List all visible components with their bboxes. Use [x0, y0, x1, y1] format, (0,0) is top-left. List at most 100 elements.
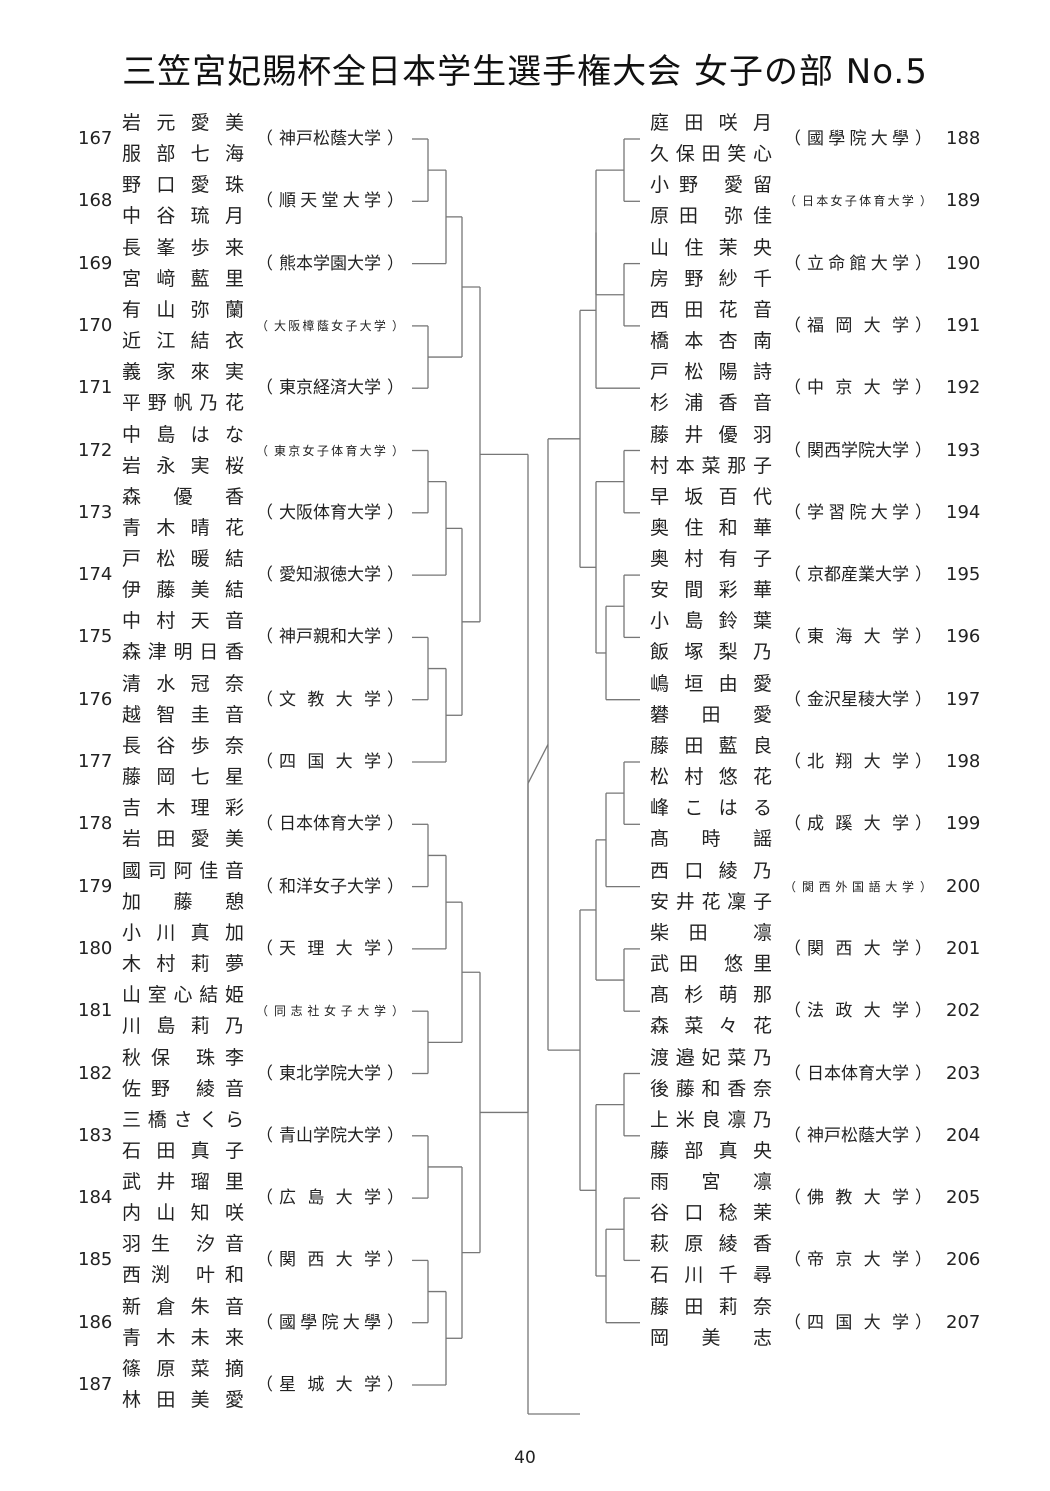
entry-number: 199 — [946, 813, 981, 835]
entry-number: 204 — [946, 1124, 981, 1146]
player-name: 久保田笑心 — [650, 143, 772, 165]
entry-number: 175 — [78, 626, 113, 648]
player-name: 中村天音 — [122, 610, 244, 633]
school-name: （四国大学） — [784, 1312, 932, 1333]
player-name: 上米良凛乃 — [650, 1108, 772, 1131]
bracket-entry-181: 181 山室心結姫川島莉乃 （同志社女子大学） — [0, 980, 520, 1042]
player-name: 木村莉夢 — [122, 952, 244, 975]
player-name: 國司阿佳音 — [122, 859, 244, 882]
player-name: 佐野 綾音 — [122, 1077, 244, 1100]
player-name: 小川真加 — [122, 921, 244, 944]
pair-names: 雨 宮 凛谷口稔茉 — [650, 1167, 772, 1229]
school-name: （神戸松蔭大学） — [784, 1125, 932, 1146]
pair-names: 藤田藍良松村悠花 — [650, 731, 772, 793]
entry-number: 177 — [78, 751, 113, 772]
player-name: 嶋垣由愛 — [650, 672, 772, 695]
player-name: 近江結衣 — [122, 329, 244, 352]
player-name: 長谷歩奈 — [122, 735, 244, 757]
school-name: （星城大学） — [256, 1375, 404, 1395]
entry-number: 191 — [946, 314, 981, 336]
school-name: （金沢星稜大学） — [784, 689, 932, 710]
pair-names: 國司阿佳音加 藤 憩 — [122, 856, 244, 918]
player-name: 村本菜那子 — [650, 454, 772, 477]
player-name: 小野 愛留 — [650, 174, 772, 197]
player-name: 青木晴花 — [122, 516, 244, 539]
player-name: 渡邉妃菜乃 — [650, 1046, 772, 1069]
pair-names: 三橋さくら石田真子 — [122, 1105, 244, 1167]
pair-names: 小川真加木村莉夢 — [122, 918, 244, 980]
pair-names: 山住茉央房野紗千 — [650, 233, 772, 295]
school-name: （法政大学） — [784, 1001, 932, 1022]
entry-number: 181 — [78, 1000, 113, 1022]
player-name: 武井瑠里 — [122, 1171, 244, 1194]
school-name: （学習院大学） — [784, 502, 932, 523]
school-name: （天理大学） — [256, 938, 404, 959]
player-name: 野口愛珠 — [122, 174, 244, 197]
player-name: 森菜々花 — [650, 1015, 772, 1038]
pair-names: 中島はな岩永実桜 — [122, 420, 244, 482]
entry-number: 185 — [78, 1249, 113, 1271]
player-name: 石川千尋 — [650, 1264, 772, 1287]
player-name: 山住茉央 — [650, 236, 772, 259]
school-name: （中京大学） — [784, 378, 932, 399]
bracket-entry-191: 191 西田花音橋本杏南 （福岡大学） — [0, 295, 980, 357]
player-name: 藤井優羽 — [650, 423, 772, 446]
player-name: 長峯歩来 — [122, 236, 244, 259]
player-name: 柴田 凛 — [650, 921, 772, 944]
school-name: （京都産業大学） — [784, 565, 932, 586]
pair-names: 義家來実平野帆乃花 — [122, 357, 244, 419]
school-name: （國學院大學） — [256, 1312, 404, 1333]
pair-names: 山室心結姫川島莉乃 — [122, 980, 244, 1042]
player-name: 武田 悠里 — [650, 952, 772, 975]
entry-number: 188 — [946, 128, 981, 149]
pair-names: 西田花音橋本杏南 — [650, 295, 772, 357]
entry-number: 201 — [946, 937, 981, 959]
pair-names: 有山弥蘭近江結衣 — [122, 295, 244, 357]
player-name: 奥村有子 — [650, 548, 772, 571]
school-name: （広島大学） — [256, 1188, 404, 1209]
player-name: 橋本杏南 — [650, 329, 772, 352]
school-name: （福岡大学） — [784, 315, 932, 336]
school-name: （神戸松蔭大学） — [256, 129, 404, 149]
school-name: （和洋女子大学） — [256, 876, 404, 897]
player-name: 伊藤美結 — [122, 579, 244, 602]
player-name: 義家來実 — [122, 361, 244, 384]
entry-number: 168 — [78, 190, 113, 212]
school-name: （日本体育大学） — [256, 814, 404, 835]
school-name: （熊本学園大学） — [256, 253, 404, 274]
pair-names: 小野 愛留原田 弥佳 — [650, 170, 772, 232]
player-name: 西口綾乃 — [650, 859, 772, 882]
pair-names: 西口綾乃安井花凜子 — [650, 856, 772, 918]
school-name: （順天堂大学） — [256, 191, 404, 212]
entry-number: 194 — [946, 501, 981, 523]
pair-names: 峰こはる髙 時 謡 — [650, 793, 772, 855]
pair-names: 新倉朱音青木未来 — [122, 1292, 244, 1354]
school-name: （同志社女子大学） — [256, 1004, 404, 1019]
school-name: （佛教大学） — [784, 1188, 932, 1209]
player-name: 戸松陽詩 — [650, 361, 772, 384]
entry-number: 192 — [946, 377, 981, 399]
entry-number: 196 — [946, 626, 981, 648]
player-name: 房野紗千 — [650, 267, 772, 290]
pair-names: 戸松陽詩杉浦香音 — [650, 357, 772, 419]
pair-names: 羽生 汐音西渕 叶和 — [122, 1229, 244, 1291]
entry-number: 173 — [78, 501, 113, 523]
entry-number: 190 — [946, 252, 981, 274]
player-name: 峰こはる — [650, 797, 772, 820]
